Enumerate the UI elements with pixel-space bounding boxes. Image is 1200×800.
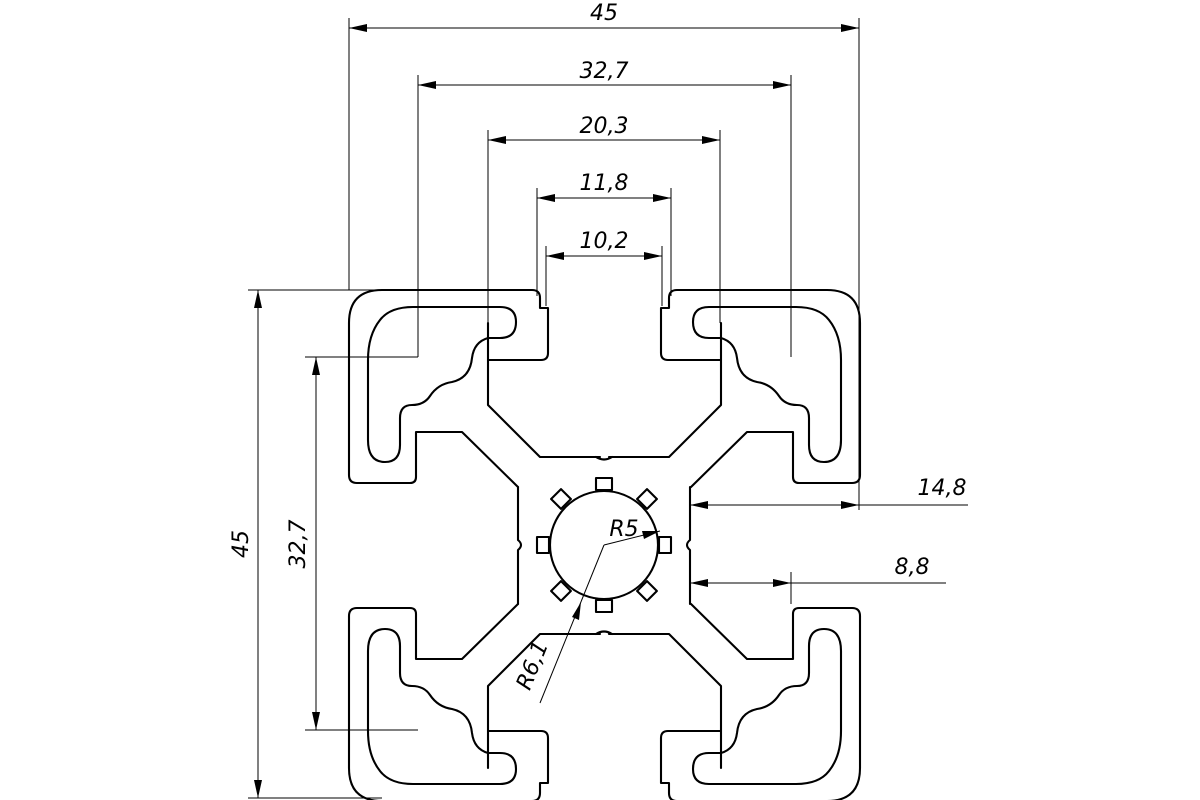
dimension-labels: 45 32,7 20,3 11,8 10,2 45 32,7 14,8 8,8 … [229, 1, 966, 694]
dim-depth-outer: 14,8 [918, 476, 967, 501]
core-bore [535, 476, 673, 614]
aluminium-profile [347, 288, 862, 800]
dim-overall-height: 45 [229, 530, 254, 558]
dimension-lines [248, 18, 968, 799]
dim-slot-pitch-left: 32,7 [286, 520, 311, 569]
dim-core-radius-inner: R5 [609, 517, 638, 542]
dim-overall-width: 45 [590, 1, 618, 26]
dim-slot-opening: 11,8 [580, 171, 629, 196]
dim-slot-pitch-top: 32,7 [580, 59, 629, 84]
dim-inner-width: 20,3 [580, 114, 629, 139]
dim-slot-neck: 10,2 [580, 229, 629, 254]
dim-depth-inner: 8,8 [895, 555, 930, 580]
